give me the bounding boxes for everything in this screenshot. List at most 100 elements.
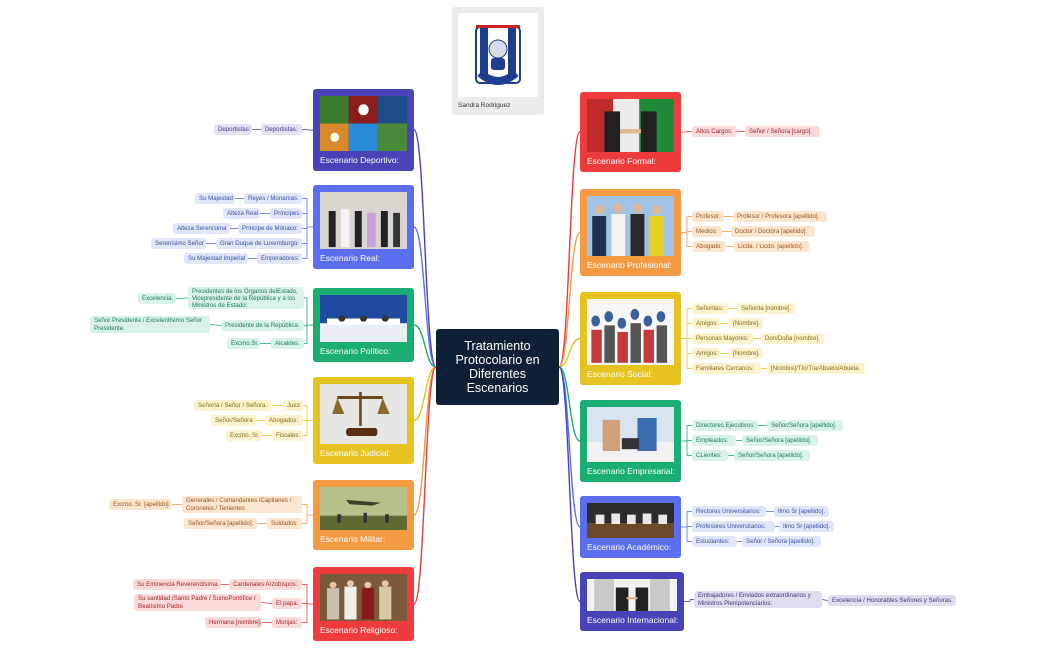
scenario-node-judicial[interactable]: Escenario Judicial: — [313, 377, 414, 464]
connector-line — [209, 324, 222, 326]
role-chip[interactable]: Soldados: — [267, 518, 302, 529]
branch-curve — [413, 226, 437, 368]
treatment-chip[interactable]: Don/Doña [nombre]. — [761, 333, 824, 344]
treatment-chip[interactable]: Alteza Serenísima — [173, 223, 230, 234]
role-chip[interactable]: Estudiantes: — [692, 536, 737, 547]
branch-curve — [413, 366, 437, 605]
scenario-node-militar[interactable]: Escenario Militar: — [313, 480, 414, 550]
classroom-photo — [587, 503, 674, 538]
role-chip[interactable]: Altos Cargos: — [692, 126, 737, 137]
role-chip[interactable]: Príncipe de Mónaco: — [238, 223, 302, 234]
treatment-chip[interactable]: Serenísimo Señor — [151, 238, 206, 249]
scenario-node-deportivo[interactable]: Escenario Deportivo: — [313, 89, 414, 171]
treatment-chip[interactable]: Señor/Señora — [211, 415, 256, 426]
scenario-node-social[interactable]: Escenario Social: — [580, 292, 681, 385]
scenario-title: Escenario Religioso: — [320, 625, 398, 635]
treatment-chip[interactable]: Excmo. Sr. — [226, 430, 262, 441]
role-chip[interactable]: Personas Mayores: — [692, 333, 753, 344]
treatment-chip[interactable]: Ilmo Sr [apellido]. — [774, 506, 829, 517]
treatment-chip[interactable]: Su santidad /Santo Padre / SumoPontífice… — [134, 594, 261, 611]
role-chip[interactable]: Emperadores: — [257, 253, 302, 264]
role-chip[interactable]: Medico: — [692, 226, 722, 237]
role-chip[interactable]: Presidente de la República: — [221, 320, 304, 331]
central-topic[interactable]: Tratamiento Protocolario en Diferentes E… — [436, 329, 559, 405]
crowd-photo — [587, 299, 674, 365]
role-chip[interactable]: Directores Ejecutivos: — [692, 420, 758, 431]
role-chip[interactable]: Embajadores / Enviados extraordinarios y… — [694, 591, 822, 608]
treatment-chip[interactable]: Doctor / Doctora [apellido]. — [731, 226, 815, 237]
treatment-chip[interactable]: Profesor / Profesora [apellido]. — [733, 211, 827, 222]
treatment-chip[interactable]: Su Majestad Imperial — [184, 253, 248, 264]
scenario-node-academico[interactable]: Escenario Académico: — [580, 496, 681, 558]
role-chip[interactable]: Presidentes de los Órganos delEstado, Vi… — [188, 287, 304, 309]
treatment-chip[interactable]: Señor/Señora [apellido]. — [184, 518, 257, 529]
scenario-node-politico[interactable]: Escenario Político: — [313, 288, 414, 362]
treatment-chip[interactable]: Señor/Señora [apellido]. — [742, 435, 818, 446]
role-chip[interactable]: Familiares Cercanos: — [692, 363, 761, 374]
branch-curve — [413, 366, 437, 516]
role-chip[interactable]: Rectores Universitarios: — [692, 506, 766, 517]
treatment-chip[interactable]: Su Eminencia Reverendísima. — [133, 579, 221, 590]
treatment-chip[interactable]: Excelencia / Honorables Señores y Señora… — [828, 595, 956, 606]
scenario-node-empresarial[interactable]: Escenario Empresarial: — [580, 400, 681, 482]
role-chip[interactable]: Amigos: — [692, 318, 720, 329]
role-chip[interactable]: Generales / Comandantes /Capitanes / Cor… — [182, 496, 302, 513]
professionals-photo — [587, 196, 674, 256]
treatment-chip[interactable]: Licda. / Licdo. [apellido]. — [734, 241, 810, 252]
scenario-node-religioso[interactable]: Escenario Religioso: — [313, 567, 414, 641]
treatment-chip[interactable]: [Nombre]. — [729, 348, 763, 359]
royal-photo — [320, 192, 407, 249]
scenario-title: Escenario Internacional: — [587, 615, 679, 625]
scenario-node-internacional[interactable]: Escenario Internacional: — [580, 572, 684, 631]
military-photo — [320, 487, 407, 530]
branch-curve — [413, 366, 437, 422]
role-chip[interactable]: Profesor: — [692, 211, 724, 222]
treatment-chip[interactable]: Excmo.Sr. — [227, 338, 260, 349]
treatment-chip[interactable]: Ilmo Sr [apellido]. — [779, 521, 834, 532]
scenario-node-profesional[interactable]: Escenario Profesional: — [580, 189, 681, 276]
role-chip[interactable]: Reyes / Monarcas: — [244, 193, 302, 204]
role-chip[interactable]: Alcaldes: — [271, 338, 304, 349]
scenario-node-formal[interactable]: Escenario Formal: — [580, 92, 681, 172]
role-chip[interactable]: Empleados: — [692, 435, 736, 446]
connector-line — [821, 599, 829, 601]
role-chip[interactable]: Cardenales Arzobispos: — [229, 579, 302, 590]
role-chip[interactable]: Señoritas: — [692, 303, 728, 314]
scenario-title: Escenario Político: — [320, 346, 391, 356]
role-chip[interactable]: CLientes: — [692, 450, 728, 461]
treatment-chip[interactable]: Excelencia. — [138, 293, 176, 304]
role-chip[interactable]: Fiscales: — [272, 430, 303, 441]
role-chip[interactable]: Deportistas: — [261, 124, 302, 135]
treatment-chip[interactable]: Señor / Señora [cargo]. — [745, 126, 820, 137]
scenario-title: Escenario Deportivo: — [320, 155, 399, 165]
treatment-chip[interactable]: [Nombre]/Tío/Tía/Abuelo/Abuela. — [767, 363, 865, 374]
role-chip[interactable]: Abogado: — [692, 241, 726, 252]
treatment-chip[interactable]: Señor/Señora [apellido]. — [767, 420, 843, 431]
treatment-chip[interactable]: Señor Presidente / Excelentísimo Señor P… — [90, 316, 210, 333]
branch-curve — [558, 131, 581, 368]
logo-card: Sandra Rodriguez — [452, 7, 544, 115]
role-chip[interactable]: Gran Duque de Luxemburgo: — [216, 238, 302, 249]
treatment-chip[interactable]: Alteza Real — [223, 208, 260, 219]
role-chip[interactable]: Monjas: — [272, 617, 302, 628]
scenario-node-real[interactable]: Escenario Real: — [313, 185, 414, 269]
treatment-chip[interactable]: Señor / Señora [apellido]. — [742, 536, 821, 547]
role-chip[interactable]: Juez: — [283, 400, 303, 411]
role-chip[interactable]: Amigos: — [692, 348, 720, 359]
role-chip[interactable]: Príncipes: — [270, 208, 302, 219]
scenario-title: Escenario Empresarial: — [587, 466, 675, 476]
treatment-chip[interactable]: Señorita [nombre]. — [737, 303, 795, 314]
scenario-title: Escenario Académico: — [587, 542, 672, 552]
role-chip[interactable]: Abogados: — [265, 415, 303, 426]
treatment-chip[interactable]: Señor/Señora [apellido]. — [734, 450, 810, 461]
role-chip[interactable]: Profesores Universitarios: — [692, 521, 775, 532]
treatment-chip[interactable]: Deportistas: — [214, 124, 252, 135]
treatment-chip[interactable]: Excmo. Sr. [apellido]. — [109, 499, 172, 510]
treatment-chip[interactable]: Señoría / Señor / Señora. — [194, 400, 272, 411]
role-chip[interactable]: El papa: — [272, 598, 302, 609]
sports-photo — [320, 96, 407, 151]
treatment-chip[interactable]: Su Majestad — [195, 193, 235, 204]
treatment-chip[interactable]: [Nombre]. — [729, 318, 763, 329]
treatment-chip[interactable]: Hermana [nombre]. — [205, 617, 262, 628]
